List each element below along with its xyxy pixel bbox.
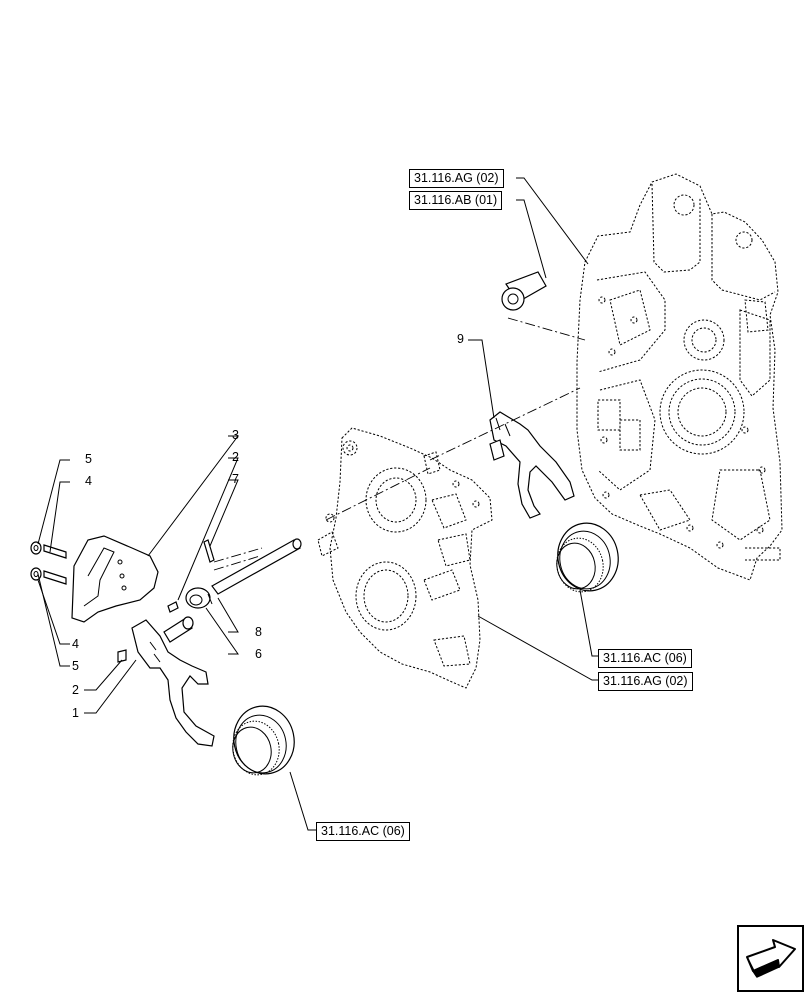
callout-5-upper: 5 bbox=[85, 452, 92, 466]
ref-link-31-116-ag-02-mid[interactable]: 31.116.AG (02) bbox=[598, 672, 693, 691]
bushing-part bbox=[501, 271, 547, 311]
arrow-next-page-icon bbox=[746, 939, 796, 978]
callout-4-lower: 4 bbox=[72, 637, 79, 651]
detent-collar-part bbox=[185, 587, 213, 609]
lower-shift-fork-part bbox=[117, 619, 215, 747]
lower-shaft-part bbox=[163, 616, 194, 643]
callout-6: 6 bbox=[255, 647, 262, 661]
pin-part bbox=[203, 539, 215, 563]
callout-2-lower: 2 bbox=[72, 683, 79, 697]
callout-7: 7 bbox=[232, 472, 239, 486]
callout-3: 3 bbox=[232, 428, 239, 442]
ref-link-31-116-ac-06-bottom[interactable]: 31.116.AC (06) bbox=[316, 822, 410, 841]
front-cover-part bbox=[317, 427, 493, 689]
mounting-bracket-part bbox=[71, 535, 159, 623]
upper-shift-fork-part bbox=[489, 411, 575, 519]
callout-1: 1 bbox=[72, 706, 79, 720]
callout-8: 8 bbox=[255, 625, 262, 639]
rear-housing-part bbox=[576, 173, 783, 581]
callout-9: 9 bbox=[457, 332, 464, 346]
leader-lines bbox=[37, 177, 600, 831]
left-sync-ring-part bbox=[232, 705, 295, 776]
right-sync-ring-part bbox=[556, 522, 619, 593]
callout-2-upper: 2 bbox=[232, 450, 239, 464]
ref-link-31-116-ag-02-top[interactable]: 31.116.AG (02) bbox=[409, 169, 504, 188]
assembly-axis-lines bbox=[213, 317, 586, 571]
callout-5-lower: 5 bbox=[72, 659, 79, 673]
small-pin-part bbox=[167, 601, 179, 613]
callout-4-upper: 4 bbox=[85, 474, 92, 488]
next-page-button[interactable] bbox=[737, 925, 804, 992]
shift-rod-part bbox=[211, 538, 302, 595]
ref-link-31-116-ac-06-right[interactable]: 31.116.AC (06) bbox=[598, 649, 692, 668]
bolts-washers-part bbox=[30, 541, 67, 585]
ref-link-31-116-ab-01[interactable]: 31.116.AB (01) bbox=[409, 191, 503, 210]
